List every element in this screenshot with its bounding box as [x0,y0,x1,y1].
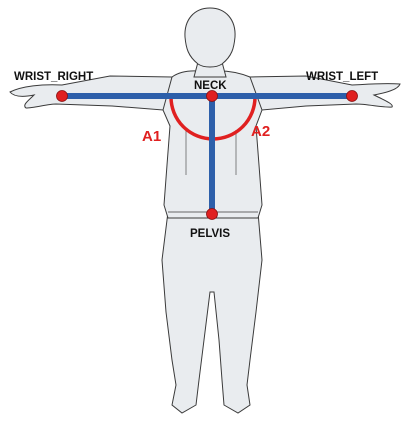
legs [162,212,262,413]
label-pelvis: PELVIS [190,228,230,240]
joint-pelvis [207,209,218,220]
human-figure [10,8,400,413]
head [185,8,235,67]
label-wrist-left: WRIST_LEFT [306,71,378,83]
label-angle-a2: A2 [251,123,270,140]
joint-wrist-left [347,91,358,102]
joint-wrist-right [57,91,68,102]
label-angle-a1: A1 [142,128,161,145]
joint-neck [207,91,218,102]
label-neck: NECK [194,80,227,92]
label-wrist-right: WRIST_RIGHT [14,71,93,83]
